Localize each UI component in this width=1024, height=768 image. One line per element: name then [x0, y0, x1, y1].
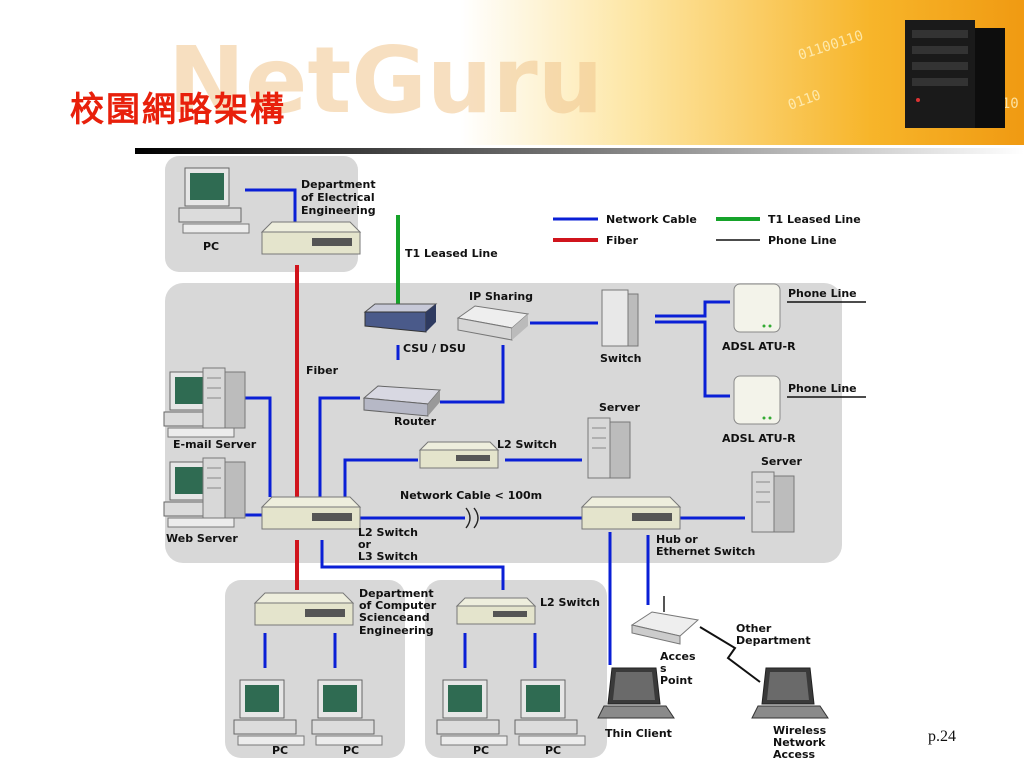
switch-icon	[601, 289, 639, 347]
campus-core-area	[165, 283, 842, 563]
dept-cs-label-4: Engineering	[359, 624, 434, 637]
access-point-icon	[630, 596, 700, 645]
wireless-label-1: Wireless	[773, 724, 827, 737]
ee-hub-icon	[261, 221, 361, 255]
wireless-label-3: Access	[773, 748, 816, 761]
server-icon-2	[751, 471, 795, 533]
dept-ee-label-3: Engineering	[301, 204, 376, 217]
hub-switch-icon	[581, 496, 681, 530]
l2l3-label-2: or	[358, 538, 372, 551]
header-banner: NetGuru 01100110 0110 0110	[0, 0, 1024, 145]
dept-cs-label-1: Department	[359, 587, 434, 600]
legend-t1: T1 Leased Line	[768, 213, 861, 226]
l2l3-label-3: L3 Switch	[358, 550, 418, 563]
ee-pc-label: PC	[203, 240, 219, 253]
ip-sharing-label: IP Sharing	[469, 290, 533, 303]
wireless-link	[699, 626, 761, 683]
title-underline	[135, 148, 1024, 154]
cs-dept-switch-icon	[254, 592, 354, 626]
hub-label-2: Ethernet Switch	[656, 545, 755, 558]
phone-line-label-1: Phone Line	[788, 287, 857, 300]
legend: Network Cable T1 Leased Line Fiber Phone…	[553, 213, 861, 247]
l2-switch-icon	[419, 441, 499, 469]
legend-phone-line: Phone Line	[768, 234, 837, 247]
page-number: p.24	[928, 728, 956, 745]
thin-client-label: Thin Client	[605, 727, 672, 740]
cs-pc-label-1: PC	[272, 744, 288, 757]
page-title: 校園網路架構	[70, 90, 286, 130]
email-server-tower-icon	[202, 367, 246, 429]
l2-switch-label-2: L2 Switch	[540, 596, 600, 609]
server-label-2: Server	[761, 455, 802, 468]
l2l3-label-1: L2 Switch	[358, 526, 418, 539]
dept-cs-label-2: of Computer	[359, 599, 437, 612]
access-point-label-2: s	[660, 662, 667, 675]
l2-pc-label-1: PC	[473, 744, 489, 757]
wireless-laptop-icon	[751, 667, 829, 719]
access-point-label-1: Acces	[660, 650, 696, 663]
hub-label-1: Hub or	[656, 533, 698, 546]
t1-label: T1 Leased Line	[405, 247, 498, 260]
adsl-icon-1	[733, 283, 781, 333]
network-cable-100m-label: Network Cable < 100m	[400, 489, 542, 502]
switch-label: Switch	[600, 352, 641, 365]
adsl-icon-2	[733, 375, 781, 425]
phone-line-label-2: Phone Line	[788, 382, 857, 395]
dept-cs-label-3: Scienceand	[359, 611, 430, 624]
access-point-label-3: Point	[660, 674, 692, 687]
cs-pc-label-2: PC	[343, 744, 359, 757]
cable-break-mark	[465, 507, 479, 529]
server-rack-icon	[905, 20, 1005, 128]
other-dept-label-1: Other	[736, 622, 772, 635]
l2-pc-label-2: PC	[545, 744, 561, 757]
csu-dsu-icon	[363, 303, 438, 333]
csu-dsu-label: CSU / DSU	[403, 342, 466, 355]
legend-fiber: Fiber	[606, 234, 639, 247]
adsl-label-2: ADSL ATU-R	[722, 432, 796, 445]
router-label: Router	[394, 415, 437, 428]
dept-ee-label-2: of Electrical	[301, 191, 375, 204]
server-icon-1	[587, 417, 631, 479]
l2-switch-label: L2 Switch	[497, 438, 557, 451]
server-label-1: Server	[599, 401, 640, 414]
web-server-label: Web Server	[166, 532, 238, 545]
router-icon	[362, 385, 442, 417]
l2-switch-icon-2	[456, 597, 536, 625]
fiber-label: Fiber	[306, 364, 339, 377]
ip-sharing-icon	[456, 305, 530, 341]
l2l3-switch-icon	[261, 496, 361, 530]
legend-network-cable: Network Cable	[606, 213, 697, 226]
other-dept-label-2: Department	[736, 634, 811, 647]
wireless-label-2: Network	[773, 736, 826, 749]
phone-lines	[787, 301, 866, 398]
email-server-label: E-mail Server	[173, 438, 257, 451]
watermark-logo: NetGuru	[168, 27, 603, 134]
adsl-label-1: ADSL ATU-R	[722, 340, 796, 353]
web-server-tower-icon	[202, 457, 246, 519]
dept-ee-label-1: Department	[301, 178, 376, 191]
